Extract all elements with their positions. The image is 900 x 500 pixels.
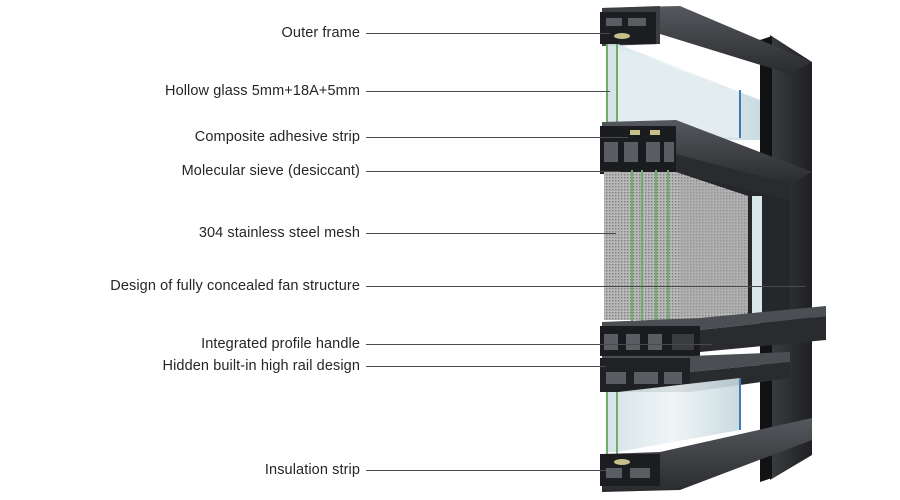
- label-hidden-high-rail: Hidden built-in high rail design: [162, 358, 360, 374]
- mid-transom-face: [660, 150, 790, 200]
- bottom-insulation-strip: [614, 459, 630, 465]
- adhesive-strip-2: [650, 130, 660, 135]
- leader-outer-frame: [366, 33, 610, 34]
- leader-composite-adhesive-strip: [366, 137, 628, 138]
- leader-stainless-steel-mesh: [366, 233, 616, 234]
- leader-concealed-fan-structure: [366, 286, 806, 287]
- label-hollow-glass: Hollow glass 5mm+18A+5mm: [165, 83, 360, 99]
- leader-integrated-profile-handle: [366, 344, 712, 345]
- label-integrated-profile-handle: Integrated profile handle: [201, 336, 360, 352]
- leader-molecular-sieve: [366, 171, 620, 172]
- leader-hidden-high-rail: [366, 366, 606, 367]
- handle-rail-top: [602, 306, 826, 332]
- label-stainless-steel-mesh: 304 stainless steel mesh: [198, 225, 360, 241]
- label-composite-adhesive-strip: Composite adhesive strip: [194, 129, 360, 145]
- label-molecular-sieve: Molecular sieve (desiccant): [181, 163, 360, 179]
- leader-hollow-glass: [366, 91, 610, 92]
- adhesive-strip-1: [630, 130, 640, 135]
- sash-glass-edge: [752, 196, 762, 314]
- label-concealed-fan-structure: Design of fully concealed fan structure: [110, 278, 360, 294]
- lower-glass-pane: [606, 378, 740, 452]
- top-insulation-strip: [614, 33, 630, 39]
- leader-insulation-strip: [366, 470, 606, 471]
- label-outer-frame: Outer frame: [281, 25, 360, 41]
- label-insulation-strip: Insulation strip: [264, 462, 360, 478]
- top-frame-profile: [600, 12, 656, 44]
- handle-rail-face: [700, 316, 826, 352]
